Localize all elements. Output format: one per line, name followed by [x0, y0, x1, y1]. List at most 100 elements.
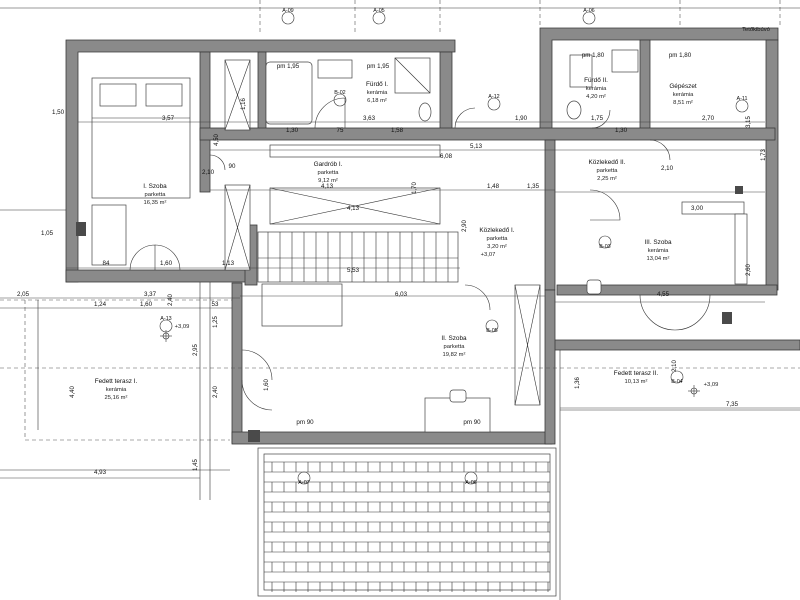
room-area: 8,51 m²: [673, 100, 693, 106]
room-area: 9,12 m²: [318, 178, 338, 184]
room-area: 16,35 m²: [144, 200, 167, 206]
tag-label: B-02: [334, 90, 345, 96]
furniture: [91, 201, 748, 433]
dimension-label: 4,40: [70, 386, 76, 398]
section-marker-circle: [333, 93, 347, 107]
dimension-label: 2,40: [213, 386, 219, 398]
room-label-kozlekedo-2: Közlekedő II. parketta 2,25 m²: [589, 159, 626, 182]
section-marker-circle: [372, 11, 386, 25]
room-area: 19,82 m²: [443, 352, 466, 358]
parapet-label: pm 1,95: [367, 63, 390, 70]
room-name: Fedett terasz I.: [95, 378, 138, 385]
pergola-roof: [257, 447, 557, 597]
tag-label: A-09: [282, 8, 293, 14]
tag-label: B-03: [599, 244, 610, 250]
room-floor: parketta: [597, 168, 619, 174]
dimension-label: 1,36: [575, 377, 581, 389]
wardrobe-units: [224, 59, 541, 406]
room-area: 2,25 m²: [597, 176, 617, 182]
dimension-labels: 3,57 3,63 1,58 1,30 1,90 1,75 2,70 1,30 …: [17, 109, 739, 476]
dimension-label: 2,05: [17, 291, 30, 298]
parapet-label: pm 90: [296, 419, 314, 426]
parapet-label: pm 1,80: [669, 52, 692, 59]
dimension-lines: [0, 121, 800, 479]
room-floor: kerámia: [648, 248, 669, 254]
room-label-szoba-2: II. Szoba parketta 19,82 m²: [441, 335, 467, 358]
roof-hatch-label: Tetőkibúvó: [742, 27, 770, 33]
room-area: 4,20 m²: [586, 94, 606, 100]
dimension-label: 2,10: [661, 165, 674, 172]
room-floor: parketta: [487, 236, 509, 242]
dimension-label: 6,03: [395, 291, 408, 298]
dimension-label: 1,60: [160, 260, 173, 267]
terrace-outlines: [0, 209, 800, 600]
dimension-label: 1,50: [52, 109, 65, 116]
room-floor: kerámia: [367, 90, 388, 96]
room-floor: kerámia: [586, 86, 607, 92]
dimension-label: 1,60: [140, 301, 153, 308]
dimension-label: 2,90: [462, 220, 468, 232]
dimension-label: 1,73: [761, 149, 767, 161]
room-name: III. Szoba: [645, 239, 672, 246]
room-name: Fedett terasz II.: [614, 370, 659, 377]
dimension-label: 4,93: [94, 469, 107, 476]
room-name: Gépészet: [669, 83, 697, 90]
tag-label: A-11: [737, 96, 748, 102]
dimension-label: 1,13: [222, 260, 235, 267]
level-terrace-2: +3,09: [704, 382, 719, 388]
dimension-label: 2,10: [202, 169, 215, 176]
dimension-label: 1,48: [487, 183, 500, 190]
dimension-label: 1,30: [615, 127, 628, 134]
dimension-label: 1,30: [286, 127, 299, 134]
tag-label: A-07: [298, 480, 309, 486]
dimension-label: 5,13: [470, 143, 483, 150]
section-marker-circle: [485, 319, 499, 333]
parapet-label: pm 1,80: [582, 52, 605, 59]
dimension-label: 2,95: [193, 344, 199, 356]
tag-label: A-12: [488, 94, 499, 100]
tag-label: A-06: [583, 8, 594, 14]
room-label-furdo-1: Fürdő I. kerámia 6,18 m²: [366, 81, 388, 104]
room-label-szoba-1: I. Szoba parketta 16,35 m²: [143, 183, 167, 206]
room-area: 25,16 m²: [105, 395, 128, 401]
room-name: I. Szoba: [143, 183, 167, 190]
level-marks: +3,09 +3,09: [160, 324, 718, 397]
level-terrace-1: +3,09: [175, 324, 190, 330]
section-marker-circle: [670, 370, 684, 384]
section-marker-circle: [281, 11, 295, 25]
dimension-label: 3,37: [144, 291, 157, 298]
room-area: 13,04 m²: [647, 256, 670, 262]
dimension-label: 90: [229, 163, 236, 170]
section-marker-circle: [598, 235, 612, 249]
element-tags: A-09 A-05 A-06 A-12 A-13 A-07 A-06 A-11 …: [160, 8, 747, 486]
tag-label: B-04: [671, 379, 682, 385]
room-label-szoba-3: III. Szoba kerámia 13,04 m²: [645, 239, 672, 262]
room-label-terasz-1: Fedett terasz I. kerámia 25,16 m²: [95, 378, 138, 401]
dimension-label: 2,40: [168, 294, 174, 306]
dimension-label: 1,70: [412, 182, 418, 194]
dimension-label: 1,60: [264, 379, 270, 391]
dimension-label: 1,58: [391, 127, 404, 134]
walls: [65, 27, 800, 445]
room-name: II. Szoba: [441, 335, 467, 342]
dimension-label: 75: [337, 127, 344, 134]
top-grid-lines: [0, 0, 800, 35]
tag-label: A-05: [373, 8, 384, 14]
dimension-label: 4,13: [321, 183, 334, 190]
staircase: [257, 231, 459, 283]
room-floor: kerámia: [673, 92, 694, 98]
tag-label: A-06: [465, 480, 476, 486]
section-marker-circle: [487, 97, 501, 111]
parapet-label: pm 1,95: [277, 63, 300, 70]
bathroom-fixtures: [265, 49, 639, 125]
dimension-label: 3,57: [162, 115, 175, 122]
room-area: 10,13 m²: [625, 379, 648, 385]
room-floor: kerámia: [106, 387, 127, 393]
tag-label: A-13: [160, 316, 171, 322]
room-area: 3,20 m²: [487, 244, 507, 250]
dimension-label: 1,90: [515, 115, 528, 122]
section-marker-circle: [582, 11, 596, 25]
dimension-label: 4,55: [657, 291, 670, 298]
dimension-label: 1,24: [94, 301, 107, 308]
